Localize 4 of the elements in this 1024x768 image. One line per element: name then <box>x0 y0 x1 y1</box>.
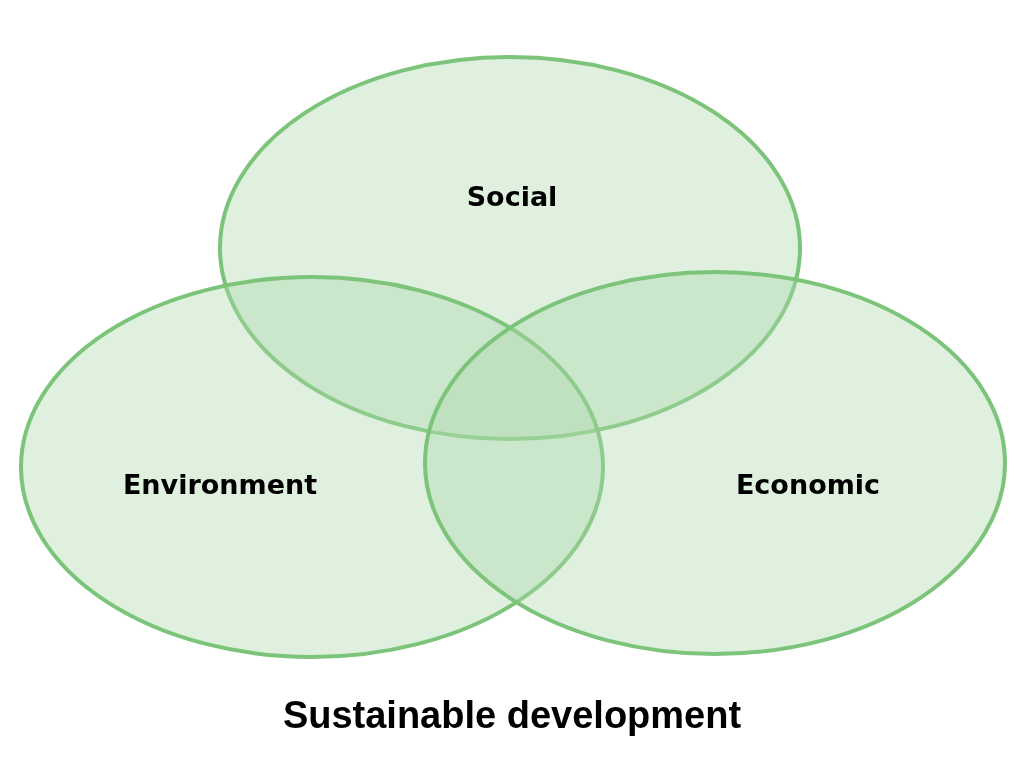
set-label: Environment <box>122 468 318 500</box>
set-label: Economic <box>735 468 881 500</box>
set-label: Social <box>466 180 558 212</box>
caption: Sustainable development <box>282 694 742 737</box>
